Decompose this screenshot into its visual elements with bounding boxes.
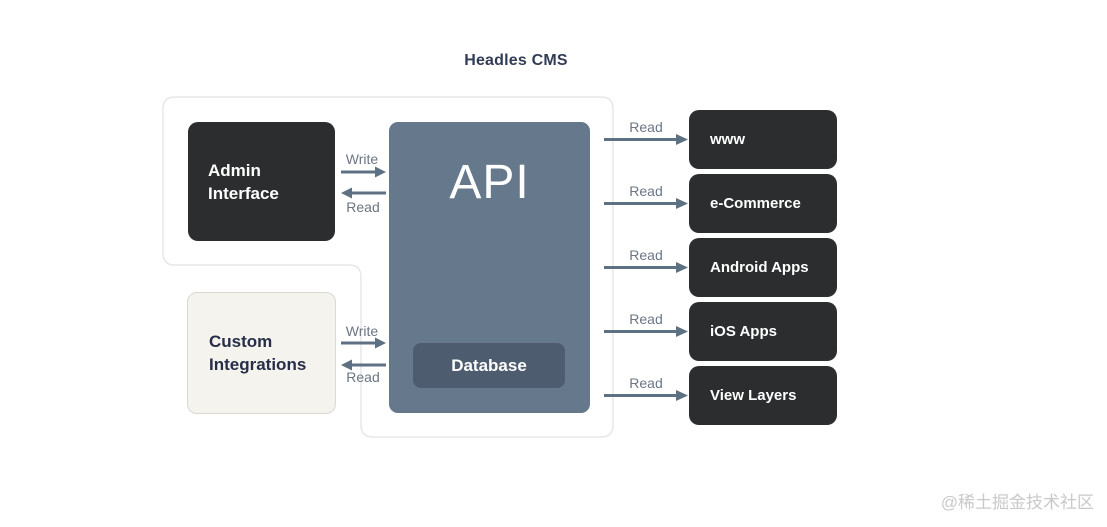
container-outline — [162, 96, 614, 438]
consumer-label: Android Apps — [710, 259, 809, 276]
edge-label-custom-write: Write — [345, 323, 379, 339]
read-arrow-ecommerce — [604, 198, 688, 209]
api-label: API — [449, 156, 530, 209]
consumer-label: View Layers — [710, 387, 797, 404]
database-label: Database — [451, 355, 527, 375]
read-arrow-www — [604, 134, 688, 145]
edge-label-read-ecommerce: Read — [629, 183, 663, 199]
edge-label-admin-read: Read — [346, 199, 380, 215]
custom-read-arrow — [341, 359, 386, 371]
custom-integrations-label: Custom Integrations — [209, 332, 307, 374]
diagram-title: Headles CMS — [464, 52, 568, 69]
read-arrow-android — [604, 262, 688, 273]
read-arrow-ios — [604, 326, 688, 337]
consumer-node-android-apps: Android Apps — [689, 238, 837, 297]
watermark: @稀土掘金技术社区 — [940, 493, 1094, 512]
consumer-label: e-Commerce — [710, 195, 801, 212]
custom-integrations-node: Custom Integrations — [187, 292, 336, 414]
consumer-node-ios-apps: iOS Apps — [689, 302, 837, 361]
custom-write-arrow — [341, 337, 386, 349]
edge-label-read-www: Read — [629, 119, 663, 135]
consumer-node-ecommerce: e-Commerce — [689, 174, 837, 233]
consumer-node-view-layers: View Layers — [689, 366, 837, 425]
edge-label-read-viewlayers: Read — [629, 375, 663, 391]
admin-interface-node: Admin Interface — [188, 122, 335, 241]
admin-read-arrow — [341, 187, 386, 199]
consumer-label: www — [710, 131, 746, 148]
database-node: Database — [413, 343, 565, 388]
edge-label-read-android: Read — [629, 247, 663, 263]
consumer-label: iOS Apps — [710, 323, 777, 340]
consumer-node-www: www — [689, 110, 837, 169]
edge-label-admin-write: Write — [345, 151, 379, 167]
edge-label-read-ios: Read — [629, 311, 663, 327]
admin-interface-label: Admin Interface — [208, 160, 279, 203]
edge-label-custom-read: Read — [346, 369, 380, 385]
admin-write-arrow — [341, 166, 386, 178]
read-arrow-viewlayers — [604, 390, 688, 401]
